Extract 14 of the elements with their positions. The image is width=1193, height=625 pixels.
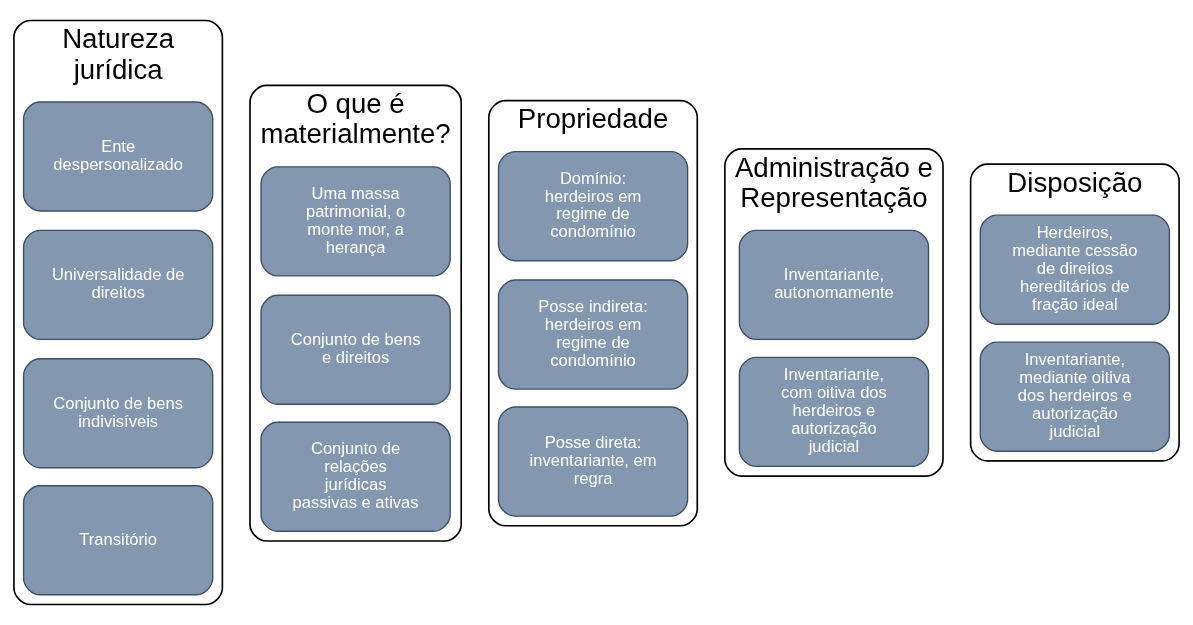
- node-box: Conjunto de bens indivisíveis: [22, 358, 214, 469]
- node-box: Transitório: [22, 485, 214, 596]
- node-box: Universalidade de direitos: [22, 229, 214, 341]
- node-box: Inventariante, mediante oitiva dos herdeiros e autorização judicial: [979, 341, 1171, 452]
- node-box: Posse direta: inventariante, em regra: [497, 406, 689, 517]
- node-box: Conjunto de bens e direitos: [260, 294, 451, 405]
- node-box: Ente despersonalizado: [22, 101, 214, 212]
- node-box: Inventariante, com oitiva dos herdeiros e autorização judicial: [738, 356, 930, 468]
- node-box: Uma massa patrimonial, o monte mor, a herança: [260, 166, 451, 277]
- node-box: Inventariante, autonomamente: [738, 229, 930, 341]
- node-box: Domínio: herdeiros em regime de condomínio: [497, 151, 689, 262]
- node-box: Herdeiros, mediante cessão de direitos hereditários de fração ideal: [979, 214, 1171, 325]
- node-box: Posse indireta: herdeiros em regime de condomínio: [497, 279, 689, 390]
- node-box: Conjunto de relações jurídicas passivas e ativas: [260, 421, 451, 532]
